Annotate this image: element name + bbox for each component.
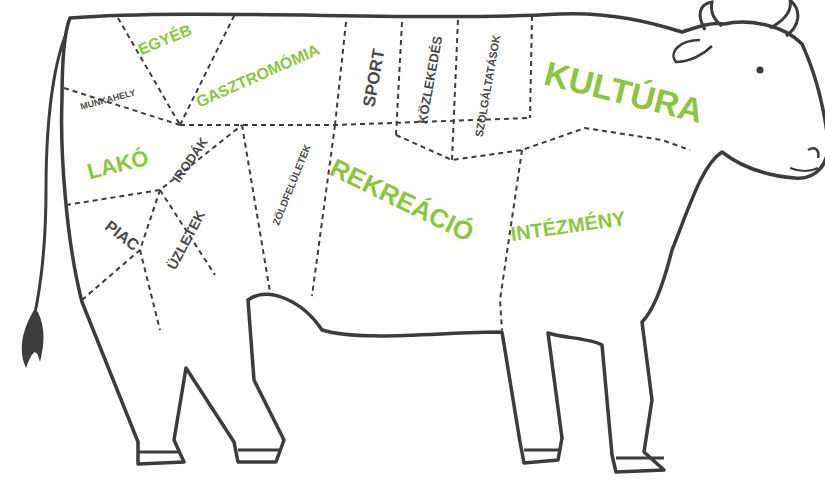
region-label: KÖZLEKEDÉS <box>416 35 444 125</box>
cut-lines <box>64 14 690 330</box>
region-label: EGYÉB <box>136 22 194 58</box>
cut-line <box>140 250 160 330</box>
region-label: INTÉZMÉNY <box>509 208 626 244</box>
cut-line <box>396 22 402 135</box>
cut-line <box>312 125 335 296</box>
region-label: ÜZLETEK <box>165 208 208 272</box>
cow-ear <box>673 40 712 62</box>
cow-nostril <box>808 148 818 158</box>
cow-hoof <box>238 449 280 452</box>
cow-hoof <box>138 451 180 454</box>
cut-line <box>82 190 160 300</box>
region-label: REKREÁCIÓ <box>326 154 478 246</box>
cut-line <box>452 20 458 160</box>
cow-outline <box>62 14 825 472</box>
region-label: SZOLGÁLTATÁSOK <box>474 34 503 138</box>
region-label: KULTÚRA <box>541 56 706 128</box>
tail-tuft <box>22 310 44 368</box>
region-label: MUNKAHELY <box>79 88 136 111</box>
cut-line <box>242 125 270 292</box>
region-label: ZÖLDFELÜLETEK <box>271 143 313 227</box>
cow-horn <box>700 2 722 30</box>
cut-line <box>396 128 690 160</box>
region-label: SPORT <box>361 48 388 109</box>
cut-line <box>530 16 532 118</box>
region-label: LAKÓ <box>85 147 151 183</box>
cow-hoof <box>524 449 560 452</box>
cow-hoof <box>616 457 664 460</box>
cow-horn <box>770 0 798 36</box>
cow-mouth <box>790 168 818 171</box>
region-label: PIAC <box>102 218 142 254</box>
region-label: GASZTROMÓMIA <box>194 42 322 111</box>
region-label: IRODÁK <box>170 135 210 184</box>
cut-line <box>335 22 346 125</box>
cut-line <box>66 125 242 205</box>
cut-line <box>64 88 180 125</box>
cow-eye <box>757 67 764 74</box>
cut-line <box>160 190 215 275</box>
